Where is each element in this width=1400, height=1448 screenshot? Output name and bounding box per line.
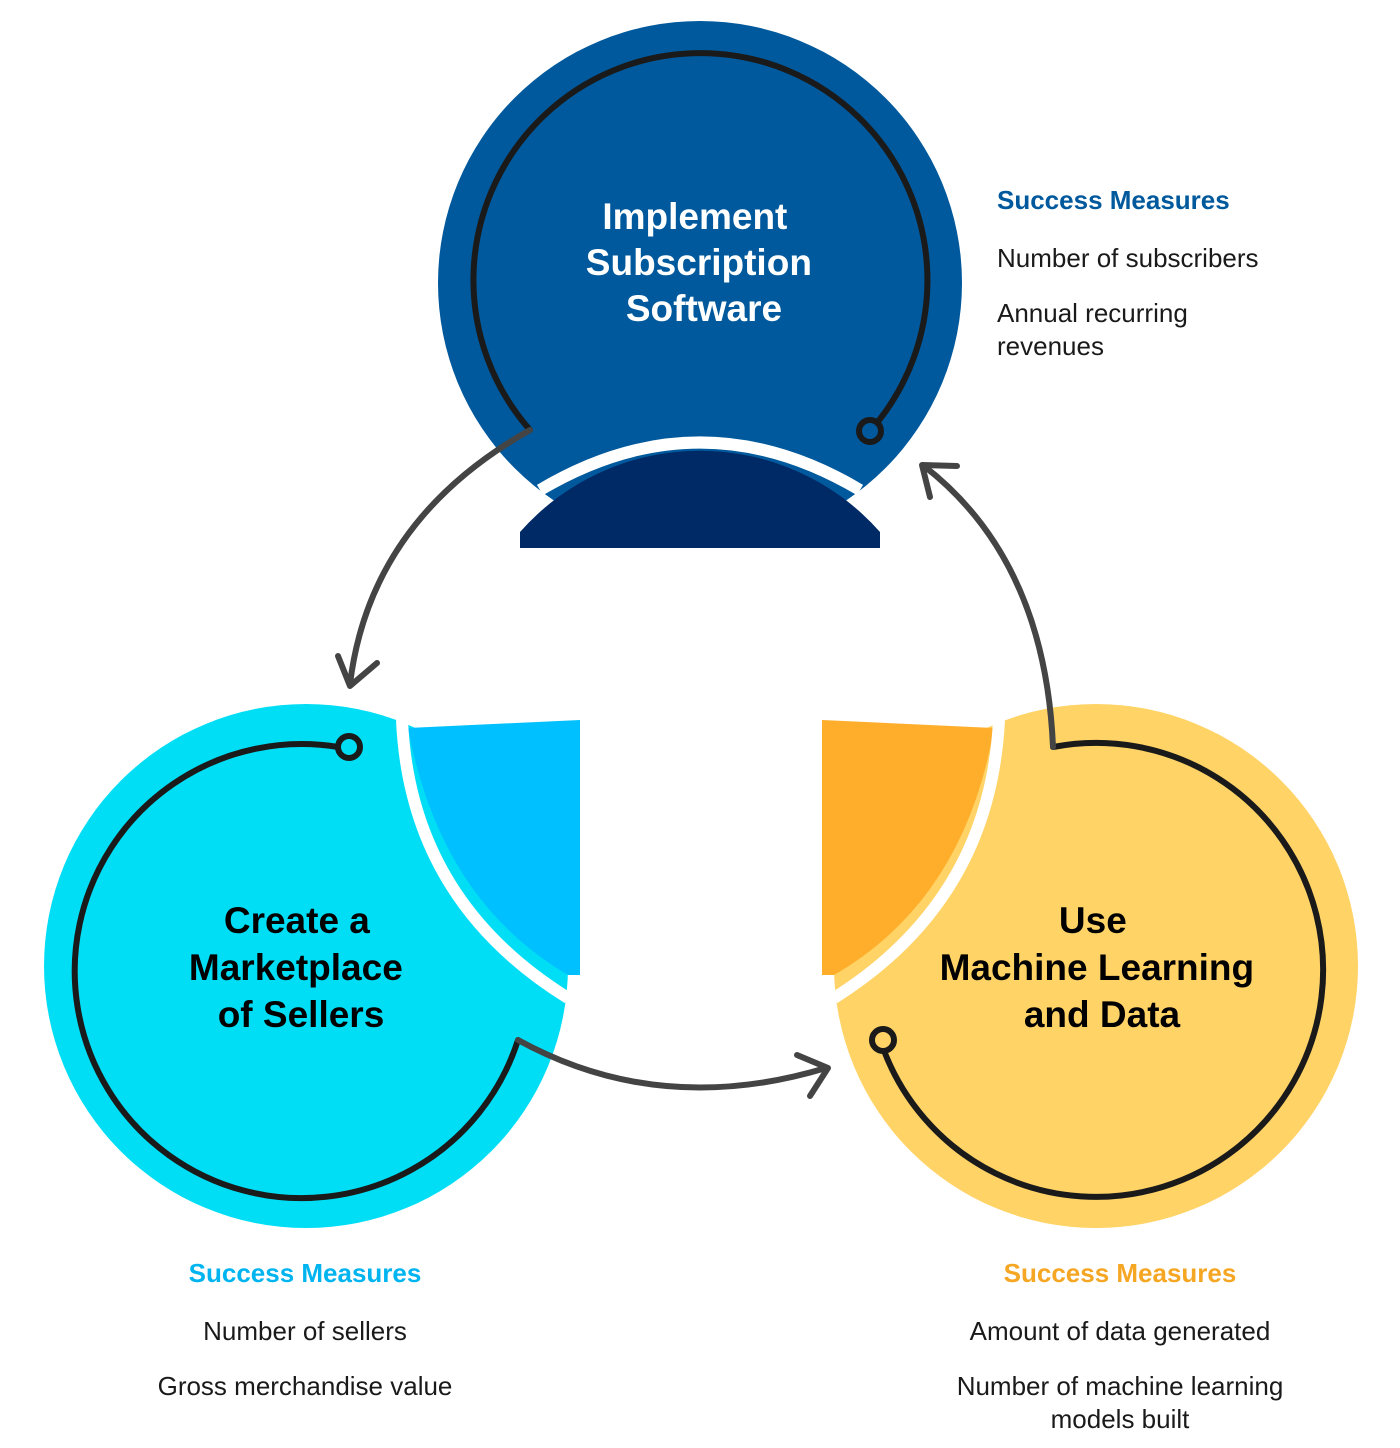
- measure-item: Annual recurring revenues: [997, 298, 1188, 361]
- arrow-top-to-left: [347, 427, 533, 687]
- title-left: Create a Marketplace of Sellers: [189, 900, 413, 1035]
- success-measures-heading-top: Success Measures: [997, 185, 1230, 215]
- arrowhead-top-to-left: [335, 653, 380, 689]
- arrow-left-to-right: [515, 1037, 829, 1091]
- success-measures-heading-left: Success Measures: [188, 1258, 422, 1288]
- success-measures-top: Success Measures Number of subscribers A…: [997, 185, 1357, 385]
- node-machine-learning: Use Machine Learning and Data: [822, 704, 1358, 1228]
- ring-end-dot-top: [856, 417, 884, 445]
- measure-item: Number of subscribers: [997, 243, 1259, 273]
- measure-item: Gross merchandise value: [157, 1371, 453, 1401]
- title-left-line-2: Marketplace: [189, 947, 403, 988]
- measure-item: Amount of data generated: [969, 1316, 1271, 1346]
- ring-top: [470, 50, 931, 434]
- band-top: [520, 450, 880, 548]
- ring-end-dot-right: [869, 1026, 897, 1054]
- title-right-line-2: Machine Learning: [940, 947, 1255, 988]
- title-top: Implement Subscription Software: [586, 196, 822, 329]
- gap-top: [536, 436, 864, 496]
- node-marketplace-sellers: Create a Marketplace of Sellers: [44, 704, 580, 1228]
- arrow-right-to-top: [921, 463, 1056, 750]
- title-top-line-3: Software: [626, 288, 782, 329]
- success-measures-heading-right: Success Measures: [1003, 1258, 1237, 1288]
- band-left: [408, 720, 580, 975]
- title-left-line-1: Create a: [224, 900, 370, 941]
- gap-right: [830, 719, 1005, 1004]
- ring-left: [71, 741, 521, 1202]
- ring-end-dot-left: [335, 733, 363, 761]
- connector-arrows: [335, 427, 1056, 1099]
- node-subscription-software: Implement Subscription Software: [438, 21, 962, 548]
- title-right: Use Machine Learning and Data: [940, 900, 1265, 1035]
- title-left-line-3: of Sellers: [218, 994, 385, 1035]
- arrowhead-left-to-right: [794, 1052, 831, 1099]
- title-top-line-1: Implement: [602, 196, 787, 237]
- success-measures-right: Success Measures Amount of data generate…: [900, 1258, 1340, 1436]
- band-right: [822, 720, 994, 975]
- measure-item: Number of sellers: [203, 1316, 407, 1346]
- title-right-line-1: Use: [1059, 900, 1127, 941]
- title-top-line-2: Subscription: [586, 242, 812, 283]
- ring-right: [880, 739, 1327, 1200]
- measure-item: Number of machine learning models built: [956, 1371, 1284, 1434]
- circle-top: [438, 21, 962, 545]
- circle-left: [44, 704, 568, 1228]
- title-right-line-3: and Data: [1024, 994, 1181, 1035]
- circle-right: [834, 704, 1358, 1228]
- success-measures-left: Success Measures Number of sellers Gross…: [100, 1258, 510, 1425]
- arrowhead-right-to-top: [919, 462, 960, 500]
- gap-left: [396, 719, 572, 1004]
